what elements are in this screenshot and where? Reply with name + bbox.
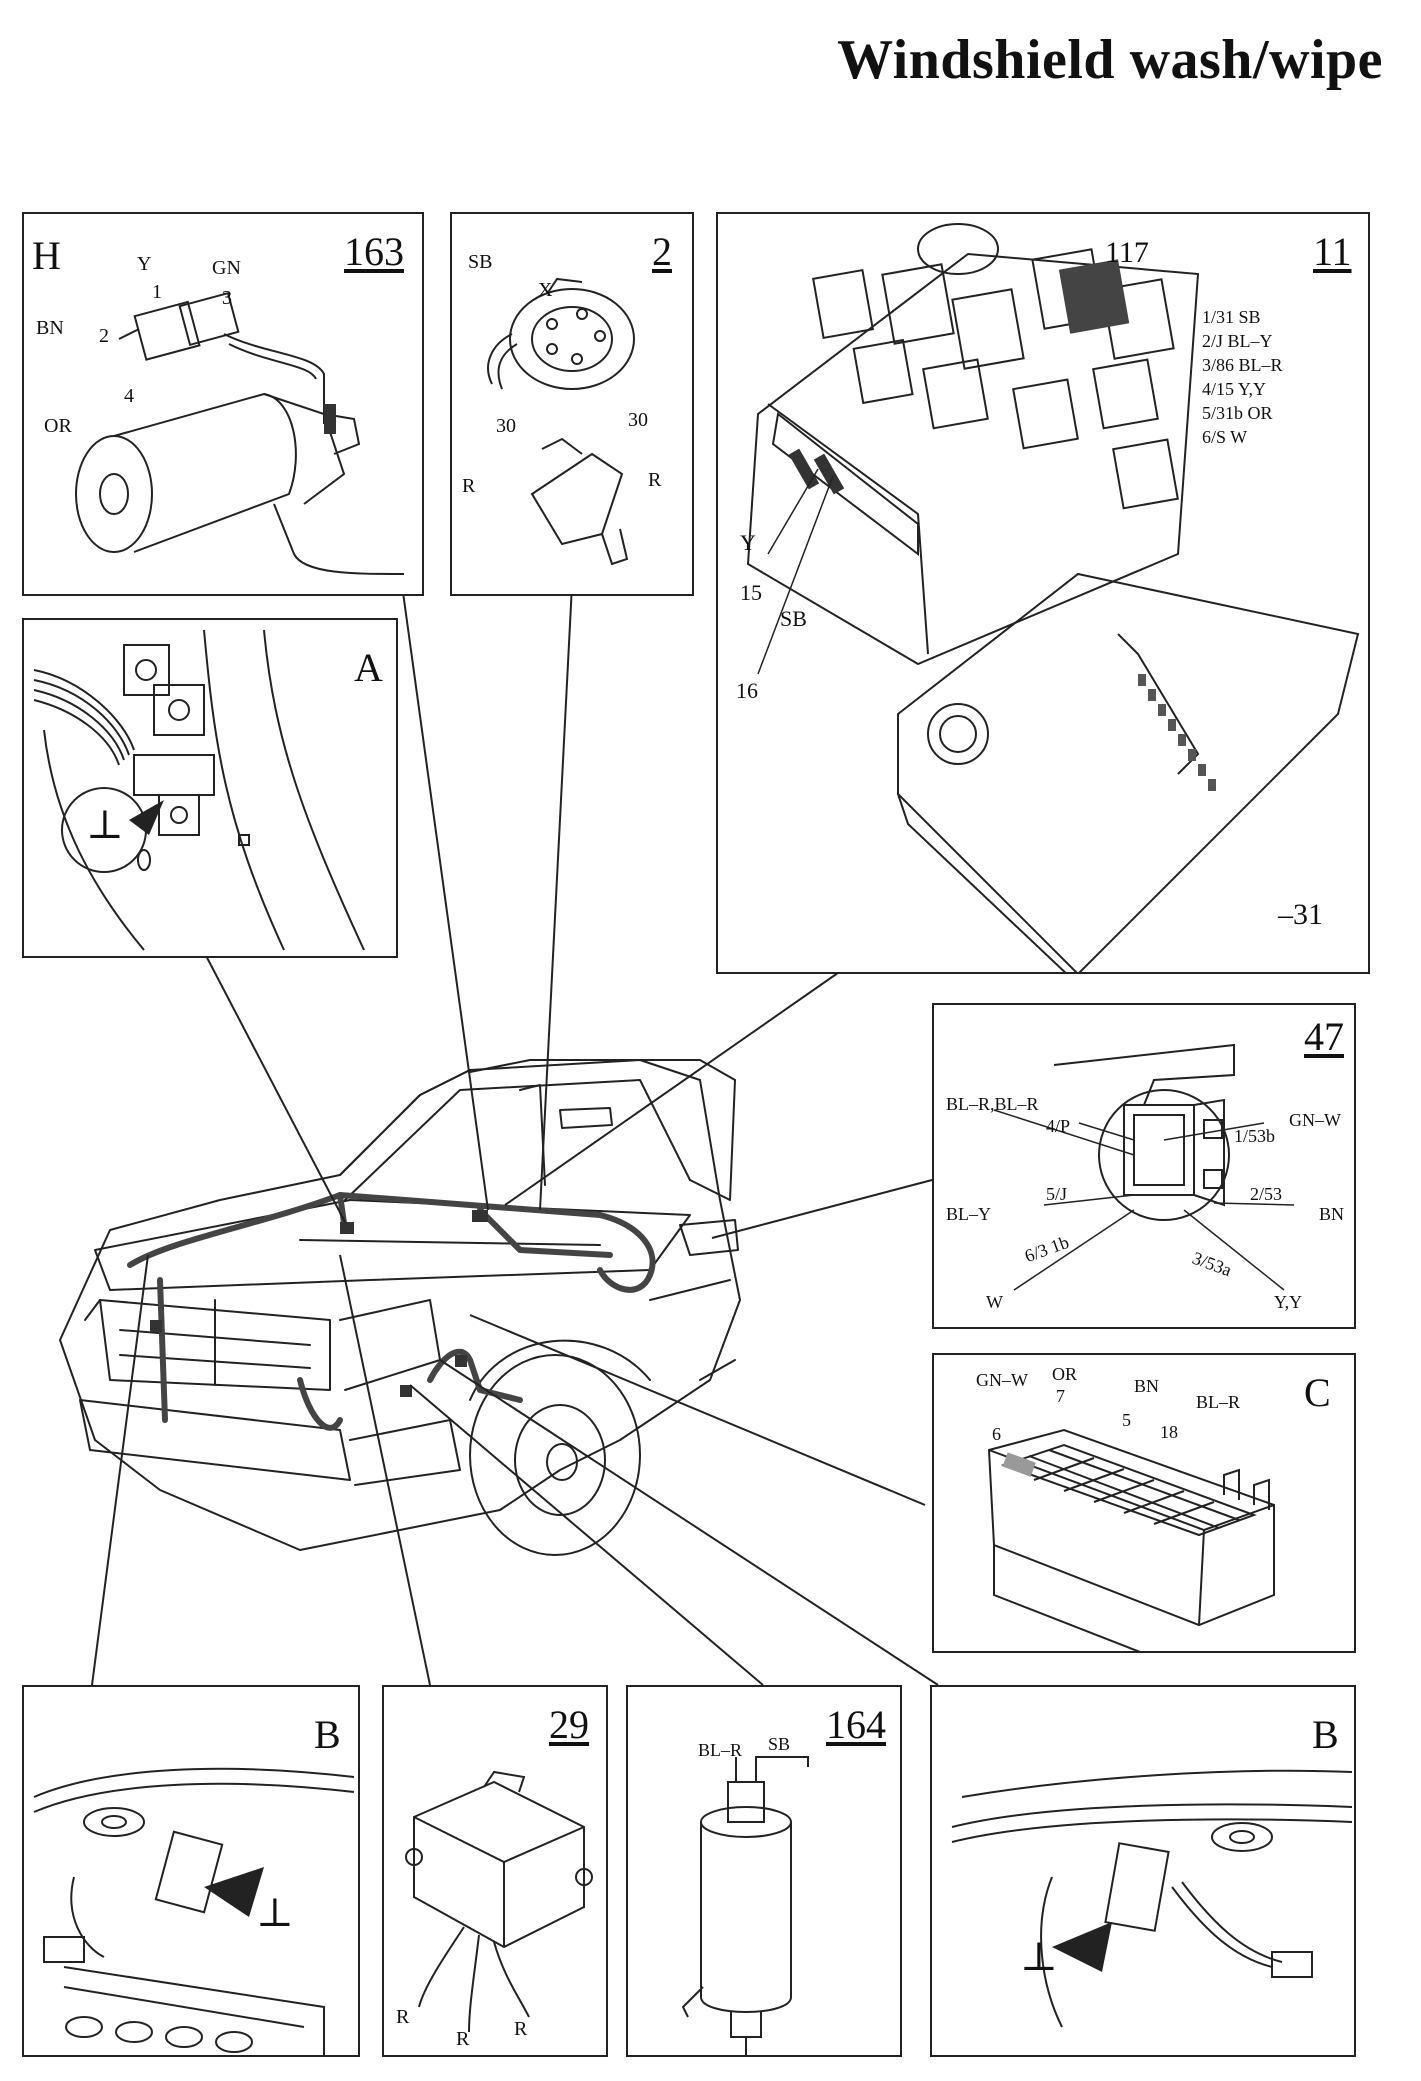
ground-point-b-right-drawing bbox=[951, 1769, 1353, 2028]
pin-label-1-53b: 1/53b bbox=[1234, 1126, 1276, 1146]
legend-line-6: 6/S W bbox=[1202, 427, 1248, 447]
wire-label-bn: BN bbox=[1134, 1376, 1160, 1396]
panel-number: 47 bbox=[1304, 1014, 1344, 1059]
terminal-label-x: X bbox=[538, 279, 553, 301]
panel-letter: B bbox=[314, 1712, 341, 1757]
wire-label-sb: SB bbox=[768, 1734, 791, 1754]
pin-label-7: 7 bbox=[1056, 1386, 1065, 1406]
pin-label-5j: 5/J bbox=[1046, 1184, 1068, 1204]
panel-29-control-unit: 29 R R R bbox=[382, 1685, 608, 2057]
panel-163-wiper-motor: H 163 Y GN 1 3 BN 2 4 OR bbox=[22, 212, 424, 596]
wire-label-y: Y bbox=[740, 530, 756, 555]
panel-number: 163 bbox=[344, 229, 404, 274]
legend-line-1: 1/31 SB bbox=[1202, 307, 1261, 327]
ignition-switch-drawing bbox=[487, 277, 635, 566]
pin-label-4p: 4/P bbox=[1046, 1116, 1071, 1136]
legend-line-2: 2/J BL–Y bbox=[1202, 331, 1273, 351]
ground-label-31: –31 bbox=[1278, 898, 1323, 931]
relay-number-117: 117 bbox=[1105, 236, 1149, 269]
panel-b-ground-right: B ⊥ bbox=[930, 1685, 1356, 2057]
panel-a-ground-point: A ⊥ bbox=[22, 618, 398, 958]
page-title: Windshield wash/wipe bbox=[837, 29, 1383, 91]
connector-c-drawing bbox=[987, 1428, 1275, 1651]
wire-label-gn: GN bbox=[212, 257, 241, 279]
panel-c-connector: C GN–W OR 7 BN BL–R 6 5 18 bbox=[932, 1353, 1356, 1653]
pin-label-5: 5 bbox=[1122, 1410, 1131, 1430]
pin-label-1: 1 bbox=[152, 281, 162, 303]
panel-b-ground-left: B ⊥ bbox=[22, 1685, 360, 2057]
wire-label-y-y: Y,Y bbox=[1274, 1292, 1303, 1312]
fuse-label-16: 16 bbox=[736, 678, 758, 703]
wire-label-bl-r: BL–R,BL–R bbox=[946, 1094, 1039, 1114]
wire-label-gn-w: GN–W bbox=[976, 1370, 1028, 1390]
ground-symbol: ⊥ bbox=[256, 1890, 294, 1935]
panel-47-wiper-switch: 47 BL–R,BL–R 4/P 1/53b GN–W 5/J BL–Y 2/5… bbox=[932, 1003, 1356, 1329]
pin-label-2-53: 2/53 bbox=[1250, 1184, 1283, 1204]
panel-letter: B bbox=[1312, 1712, 1339, 1757]
wire-label-or: OR bbox=[1052, 1364, 1078, 1384]
wire-label-bl-r: BL–R bbox=[698, 1740, 743, 1760]
wire-label-r-left: R bbox=[462, 475, 476, 497]
pin-label-2: 2 bbox=[99, 325, 109, 347]
legend-line-4: 4/15 Y,Y bbox=[1202, 379, 1267, 399]
wire-label-or: OR bbox=[44, 415, 72, 437]
panel-number: 11 bbox=[1313, 229, 1352, 274]
fuse-label-15: 15 bbox=[740, 580, 762, 605]
panel-number: 164 bbox=[826, 1702, 886, 1747]
panel-11-fuse-relay-box: 11 117 1/31 SB 2/J BL–Y 3/86 BL–R 4/15 Y… bbox=[716, 212, 1370, 974]
washer-pump-drawing bbox=[681, 1756, 809, 2055]
wire-label-sb: SB bbox=[780, 606, 807, 631]
panel-2-ignition-switch: 2 SB X 30 30 R R bbox=[450, 212, 694, 596]
fuse-relay-box-drawing bbox=[746, 223, 1360, 972]
pin-label-4: 4 bbox=[124, 385, 134, 407]
pin-label-3: 3 bbox=[222, 287, 232, 309]
wire-label-bn: BN bbox=[1319, 1204, 1345, 1224]
ground-symbol: ⊥ bbox=[1020, 1934, 1058, 1979]
panel-number: 29 bbox=[549, 1702, 589, 1747]
wire-label-w: W bbox=[986, 1292, 1003, 1312]
ground-point-a-drawing bbox=[33, 629, 365, 951]
wire-label-r-1: R bbox=[396, 2006, 410, 2028]
panel-164-washer-pump: 164 BL–R SB bbox=[626, 1685, 902, 2057]
wiper-switch-drawing bbox=[993, 1043, 1295, 1291]
ground-point-b-left-drawing bbox=[33, 1767, 355, 2055]
control-unit-drawing bbox=[405, 1770, 593, 2033]
wire-label-r-2: R bbox=[456, 2028, 470, 2050]
legend-line-5: 5/31b OR bbox=[1202, 403, 1273, 423]
wire-label-y: Y bbox=[137, 253, 152, 275]
wire-label-r-3: R bbox=[514, 2018, 528, 2040]
wire-label-sb: SB bbox=[468, 251, 493, 273]
panel-letter: C bbox=[1304, 1370, 1331, 1415]
panel-number: 2 bbox=[652, 229, 672, 274]
terminal-label-30-left: 30 bbox=[496, 415, 516, 437]
panel-letter: A bbox=[354, 645, 383, 690]
wire-label-gn-w: GN–W bbox=[1289, 1110, 1341, 1130]
wire-label-bl-r: BL–R bbox=[1196, 1392, 1241, 1412]
legend-line-3: 3/86 BL–R bbox=[1202, 355, 1283, 375]
wire-label-bl-y: BL–Y bbox=[946, 1204, 991, 1224]
wiper-motor-drawing bbox=[75, 291, 405, 575]
pin-label-6: 6 bbox=[992, 1424, 1001, 1444]
wire-label-bn: BN bbox=[36, 317, 64, 339]
pin-label-18: 18 bbox=[1160, 1422, 1178, 1442]
ground-symbol: ⊥ bbox=[86, 802, 124, 847]
terminal-label-30-right: 30 bbox=[628, 409, 648, 431]
wire-label-r-right: R bbox=[648, 469, 662, 491]
panel-letter: H bbox=[32, 233, 61, 278]
